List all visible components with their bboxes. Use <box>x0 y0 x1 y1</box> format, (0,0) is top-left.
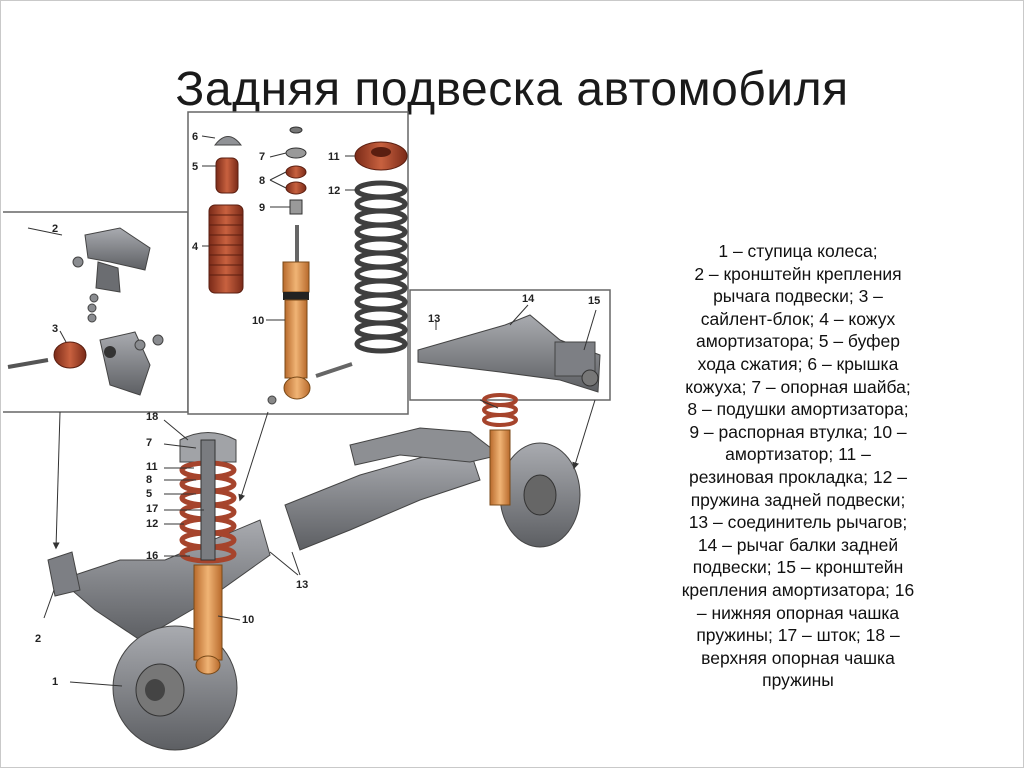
legend-line: пружина задней подвески; <box>690 489 906 510</box>
strut-callout-11: 11 <box>146 461 158 473</box>
legend-line: резиновая прокладка; 12 – <box>689 466 907 487</box>
callout-11: 11 <box>328 151 340 163</box>
callout-13: 13 <box>428 313 440 325</box>
legend-line: 13 – соединитель рычагов; <box>688 512 908 533</box>
callout-8: 8 <box>259 175 265 187</box>
legend-line: крепления амортизатора; 16 <box>681 579 915 600</box>
rear-beam-assembly <box>47 393 581 751</box>
legend-line: верхняя опорная чашка <box>701 647 895 668</box>
legend-line: кожуха; 7 – опорная шайба; <box>685 376 911 397</box>
inset-bracket <box>3 211 189 413</box>
legend-line: пружины; 17 – шток; 18 – <box>696 625 900 646</box>
strut-callout-16: 16 <box>146 550 158 562</box>
legend-line: 8 – подушки амортизатора; <box>687 399 909 420</box>
callout-2b: 2 <box>35 633 41 645</box>
strut-callout-8: 8 <box>146 474 152 486</box>
callout-1: 1 <box>52 676 58 688</box>
callout-9: 9 <box>259 202 265 214</box>
legend-line: амортизатора; 5 – буфер <box>696 331 900 352</box>
callout-4: 4 <box>192 241 199 253</box>
strut-callout-5: 5 <box>146 488 152 500</box>
strut-callout-17: 17 <box>146 503 158 515</box>
suspension-diagram: 1 2 2 3 4 5 6 7 8 9 10 11 12 13 14 15 18… <box>3 111 611 751</box>
legend-line: 14 – рычаг балки задней <box>697 534 899 555</box>
legend-line: амортизатор; 11 – <box>725 444 871 465</box>
legend-line: хода сжатия; 6 – крышка <box>697 353 899 374</box>
callout-labels: 1 2 2 3 4 5 6 7 8 9 10 11 12 13 14 15 18… <box>35 131 600 688</box>
callout-13-main: 13 <box>296 579 308 591</box>
legend-line: сайлент-блок; 4 – кожух <box>700 308 896 329</box>
callout-14: 14 <box>522 293 535 305</box>
legend-line: пружины <box>762 670 834 691</box>
inset-lever <box>409 289 611 401</box>
callout-10: 10 <box>252 315 264 327</box>
strut-callout-18: 18 <box>146 411 158 423</box>
strut-callout-12: 12 <box>146 518 158 530</box>
callout-10-main: 10 <box>242 614 254 626</box>
callout-12: 12 <box>328 185 340 197</box>
legend-line: 9 – распорная втулка; 10 – <box>689 421 907 442</box>
strut-callout-7: 7 <box>146 437 152 449</box>
slide-title: Задняя подвеска автомобиля <box>175 63 849 117</box>
callout-15: 15 <box>588 295 600 307</box>
legend-line: подвески; 15 – кронштейн <box>692 557 904 578</box>
callout-6: 6 <box>192 131 198 143</box>
inset-shock-parts <box>187 111 409 415</box>
legend-line: – нижняя опорная чашка <box>696 602 900 623</box>
legend-line: рычага подвески; 3 – <box>713 286 883 307</box>
callout-5: 5 <box>192 161 198 173</box>
callout-2: 2 <box>52 223 58 235</box>
callout-3: 3 <box>52 323 58 335</box>
parts-legend: 1 – ступица колеса;2 – кронштейн креплен… <box>648 240 948 692</box>
legend-line: 2 – кронштейн крепления <box>694 263 902 284</box>
leader-lines <box>43 135 597 687</box>
legend-line: 1 – ступица колеса; <box>718 241 878 261</box>
callout-7: 7 <box>259 151 265 163</box>
